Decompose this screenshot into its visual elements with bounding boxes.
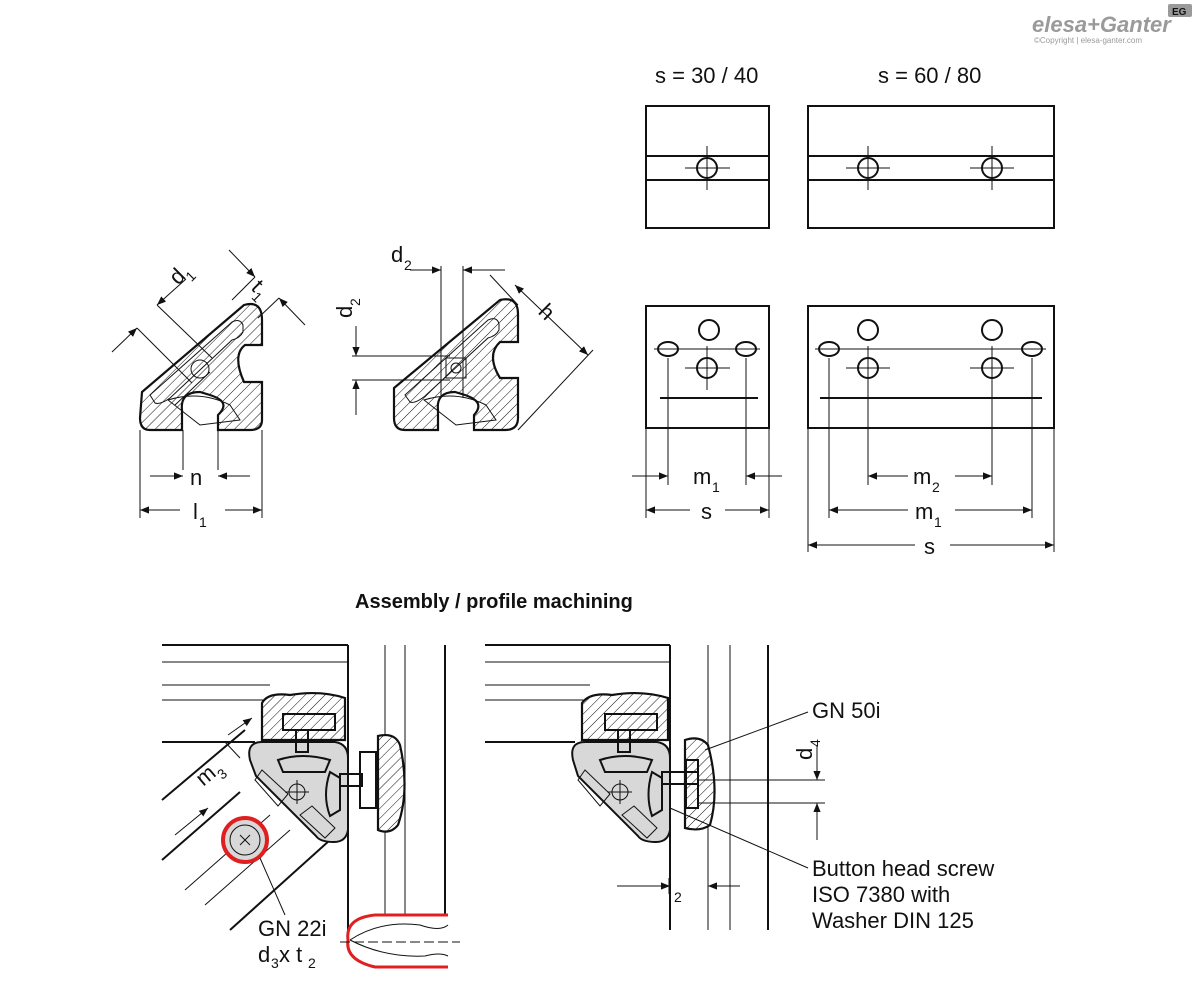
dim-h: h <box>534 299 560 325</box>
dim-m1-small: m <box>693 464 711 489</box>
logo-badge: EG <box>1172 7 1187 18</box>
callout-gn22: GN 22i <box>258 916 326 941</box>
dim-m2: m <box>913 464 931 489</box>
callout-screw-2: ISO 7380 with <box>812 882 950 907</box>
dim-d2-side-sub: 2 <box>347 298 363 306</box>
cutout-detail <box>346 913 448 969</box>
front-view-small <box>632 305 782 518</box>
dim-m1-large: m <box>915 499 933 524</box>
dim-d4-sub: 4 <box>807 739 823 747</box>
dim-m1-large-sub: 1 <box>934 514 942 530</box>
profile-outline <box>138 302 264 432</box>
profile-section-center <box>352 266 594 432</box>
dim-l1: l <box>193 499 198 524</box>
dim-m1-small-sub: 1 <box>712 479 720 495</box>
dim-s-small: s <box>701 499 712 524</box>
dim-m2-sub: 2 <box>932 479 940 495</box>
logo-copyright: ©Copyright | elesa-ganter.com <box>1034 36 1142 45</box>
callout-screw-1: Button head screw <box>812 856 994 881</box>
profile-outline-2 <box>392 298 520 432</box>
assembly-right <box>485 644 825 930</box>
callout-xt: x t <box>279 942 302 967</box>
dim-l2: l <box>667 874 672 899</box>
top-view-small <box>645 105 770 229</box>
dim-d2-top-sub: 2 <box>404 257 412 273</box>
callout-d3: d <box>258 942 270 967</box>
dim-l1-sub: 1 <box>199 514 207 530</box>
callout-gn50: GN 50i <box>812 698 880 723</box>
dim-d4: d <box>792 748 817 760</box>
dim-n: n <box>190 465 202 490</box>
callout-screw-3: Washer DIN 125 <box>812 908 974 933</box>
dim-l2-sub: 2 <box>674 889 682 905</box>
dim-m3: m <box>190 760 220 791</box>
dim-s-large: s <box>924 534 935 559</box>
callout-d3-sub: 3 <box>271 955 279 971</box>
assembly-left <box>161 644 460 969</box>
logo-text: elesa+Ganter <box>1032 12 1172 37</box>
profile-section-left <box>111 249 306 518</box>
callout-t2-sub: 2 <box>308 955 316 971</box>
label-s-large: s = 60 / 80 <box>878 63 981 88</box>
label-s-small: s = 30 / 40 <box>655 63 758 88</box>
brand-logo: elesa+Ganter EG ©Copyright | elesa-gante… <box>1032 4 1192 45</box>
dim-d2-side: d <box>332 306 357 318</box>
front-view-large <box>807 305 1055 552</box>
top-view-large <box>807 105 1055 229</box>
section-title: Assembly / profile machining <box>355 591 633 613</box>
dim-d2-top: d <box>391 242 403 267</box>
